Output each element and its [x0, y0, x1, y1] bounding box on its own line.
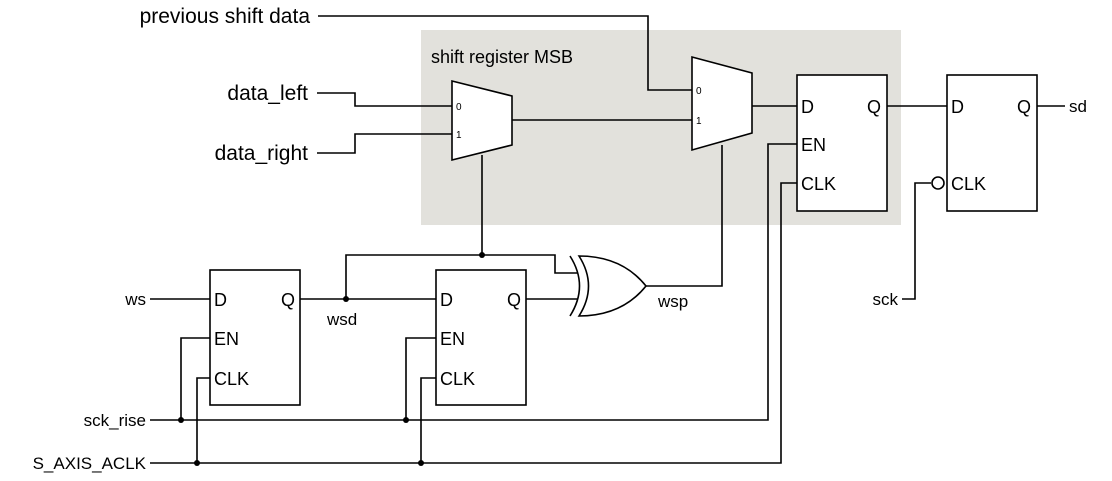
mux-input-0-label: 0 [696, 86, 702, 97]
clock-inversion-bubble [931, 176, 945, 190]
ff-en-label: EN [440, 329, 465, 349]
junction-dot [343, 296, 349, 302]
ff-q-label: Q [867, 97, 881, 117]
ff-en-label: EN [801, 135, 826, 155]
output-sd: sd [1069, 97, 1087, 116]
signal-wsd: wsd [326, 310, 357, 329]
signal-wsp: wsp [657, 292, 688, 311]
xor-gate [569, 255, 648, 317]
wires [150, 15, 1065, 464]
junction-dot [194, 460, 200, 466]
ff-d-label: D [801, 97, 814, 117]
mux-input-1-label: 1 [696, 116, 702, 127]
junction-dot [403, 417, 409, 423]
ff-clk-label: CLK [801, 174, 836, 194]
input-previous-shift-data: previous shift data [140, 5, 311, 28]
ff-d-label: D [214, 290, 227, 310]
ff-q-label: Q [281, 290, 295, 310]
input-data-left: data_left [227, 82, 308, 105]
ff-q-label: Q [1017, 97, 1031, 117]
input-sck: sck [873, 290, 899, 309]
mux-data-select: 0 1 [451, 79, 513, 162]
ff-clk-label: CLK [214, 369, 249, 389]
flipflop-msb: D Q EN CLK [796, 74, 888, 212]
ff-en-label: EN [214, 329, 239, 349]
junction-dot [418, 460, 424, 466]
input-data-right: data_right [215, 142, 309, 165]
input-s-axis-aclk: S_AXIS_ACLK [33, 454, 147, 473]
input-ws: ws [124, 290, 146, 309]
mux-input-1-label: 1 [456, 130, 462, 141]
flipflop-out: D Q CLK [931, 74, 1038, 212]
junction-dot [479, 252, 485, 258]
flipflop-ws1: D Q EN CLK [209, 269, 301, 406]
mux-shift-select: 0 1 [691, 55, 753, 152]
ff-d-label: D [951, 97, 964, 117]
ff-clk-label: CLK [440, 369, 475, 389]
ff-d-label: D [440, 290, 453, 310]
ff-clk-label: CLK [951, 174, 986, 194]
region-label: shift register MSB [431, 47, 573, 67]
ff-q-label: Q [507, 290, 521, 310]
mux-input-0-label: 0 [456, 102, 462, 113]
junction-dot [178, 417, 184, 423]
flipflop-ws2: D Q EN CLK [435, 269, 527, 406]
input-sck-rise: sck_rise [84, 411, 146, 430]
